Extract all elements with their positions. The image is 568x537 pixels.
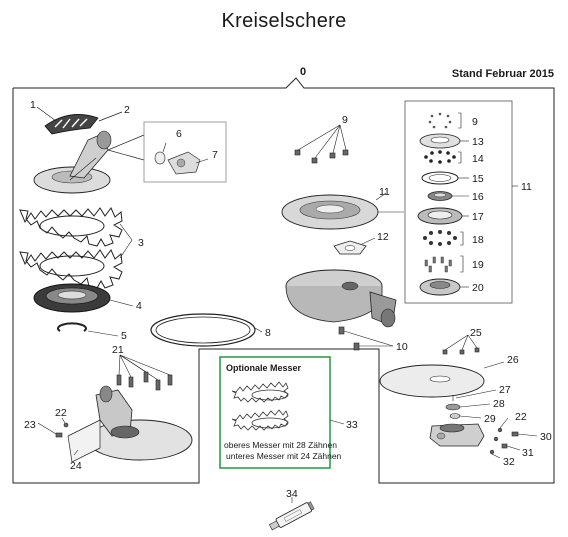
callout-27: 27	[499, 384, 511, 396]
lower-rotor-assembly	[67, 385, 193, 463]
callout-19: 19	[472, 259, 484, 271]
snap-ring-part-5	[57, 322, 119, 337]
callout-22b: 22	[515, 411, 527, 423]
split-ring-part-8	[150, 313, 263, 347]
callout-21: 21	[112, 344, 124, 356]
revision-date: Stand Februar 2015	[451, 68, 554, 80]
callout-4: 4	[136, 300, 142, 312]
callout-26: 26	[507, 354, 519, 366]
callout-11: 11	[379, 186, 390, 198]
callout-3: 3	[138, 237, 144, 249]
blade-part-3	[19, 207, 133, 289]
detail-box-6-7	[107, 121, 227, 183]
callout-11b: 11	[521, 181, 532, 193]
callout-24: 24	[70, 460, 82, 472]
screws-part-22-30-32	[489, 417, 538, 459]
cover-plate-part	[36, 106, 123, 135]
optional-blade-lower: unteres Messer mit 24 Zähnen	[226, 451, 342, 461]
optional-blade-upper: oberes Messer mit 28 Zähnen	[224, 440, 337, 450]
callout-6: 6	[176, 128, 182, 140]
callout-34: 34	[286, 488, 298, 500]
callout-18: 18	[472, 234, 484, 246]
callout-30: 30	[540, 431, 552, 443]
callout-22: 22	[55, 407, 67, 419]
lower-gearbox-part	[429, 423, 485, 447]
callout-2: 2	[124, 104, 130, 116]
callout-15: 15	[472, 173, 484, 185]
callout-33: 33	[346, 419, 358, 431]
screws-part-10	[338, 326, 394, 351]
callout-14: 14	[472, 153, 484, 165]
screws-part-22-23	[37, 417, 79, 456]
bearing-detail-box	[404, 100, 518, 304]
grease-tube-part-34	[268, 497, 315, 531]
callout-13: 13	[472, 136, 484, 148]
callout-17: 17	[472, 211, 484, 223]
callout-8: 8	[265, 327, 271, 339]
lower-disc-part-4	[33, 283, 134, 313]
bearing-housing-part-11	[281, 192, 404, 230]
callout-28: 28	[493, 398, 505, 410]
optional-blades-title: Optionale Messer	[226, 363, 302, 373]
callout-10: 10	[396, 341, 408, 353]
hub-parts-27-29	[445, 389, 497, 419]
assembly-frame	[12, 77, 555, 484]
callout-12: 12	[377, 231, 389, 243]
page-title: Kreiselschere	[221, 10, 347, 32]
callout-9: 9	[342, 114, 348, 126]
callout-32: 32	[503, 456, 515, 468]
main-gearbox-housing	[285, 269, 397, 328]
bolts-part-9	[294, 124, 349, 164]
optional-blades-box: Optionale Messer oberes Messer mit 28 Zä…	[219, 356, 345, 469]
upper-gearbox-part	[33, 130, 112, 194]
callout-25: 25	[470, 327, 482, 339]
callout-9b: 9	[472, 116, 478, 128]
assembly-callout: 0	[300, 66, 306, 78]
callout-5: 5	[121, 330, 127, 342]
bolts-part-25	[442, 334, 480, 355]
bolts-part-21	[116, 354, 173, 391]
callout-7: 7	[212, 149, 218, 161]
gasket-part-12	[333, 237, 376, 255]
callout-1: 1	[30, 99, 36, 111]
callout-31: 31	[522, 447, 534, 459]
callout-20: 20	[472, 282, 484, 294]
callout-29: 29	[484, 413, 496, 425]
callout-23: 23	[24, 419, 36, 431]
callout-16: 16	[472, 191, 484, 203]
disc-part-26	[379, 361, 505, 398]
